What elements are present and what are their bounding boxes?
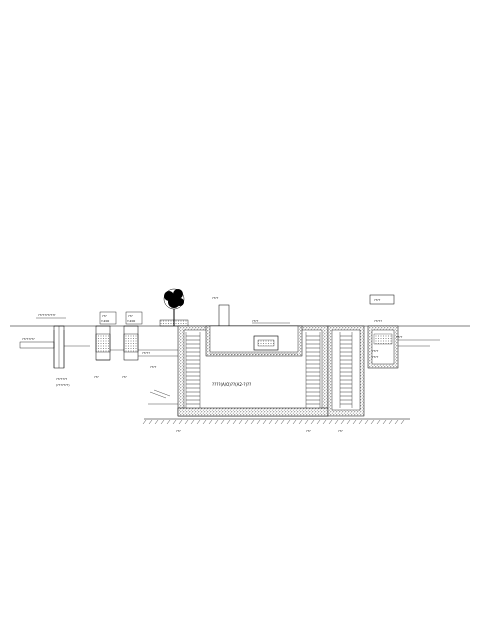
inlet-note-2: (???????) <box>56 383 70 387</box>
tank-device-label: ???? <box>252 319 259 323</box>
left-pipe-label: ???????? <box>22 337 35 341</box>
pump-1-label: ??? <box>94 375 99 379</box>
right-note-2: ???? <box>372 349 379 353</box>
ground-hatch-mark <box>196 419 201 425</box>
ground-hatch-mark <box>364 419 369 425</box>
right-note-1: ???? <box>396 335 403 339</box>
ground-hatch-mark <box>400 419 405 425</box>
ground-hatch-mark <box>178 419 183 425</box>
bottom-pipe <box>148 389 178 405</box>
top-left-note: ??????????? <box>38 313 56 317</box>
ground-hatch-mark <box>346 419 351 425</box>
ground-hatch-mark <box>226 419 231 425</box>
ground-hatch-mark <box>376 419 381 425</box>
ground-hatch-mark <box>274 419 279 425</box>
ground-hatch-mark <box>340 419 345 425</box>
ground-hatch-mark <box>142 419 147 425</box>
ground-hatch-mark <box>244 419 249 425</box>
ground-hatch-mark <box>370 419 375 425</box>
grille-2-tag <box>125 311 143 325</box>
tank-main-label: ????(A/O)??(A2-?)?? <box>212 382 251 387</box>
ground-hatch-mark <box>232 419 237 425</box>
grille-1-tag <box>99 311 117 325</box>
ground-hatch-mark <box>268 419 273 425</box>
ground-hatch-mark <box>328 419 333 425</box>
grille-2-top: ??? <box>128 314 133 318</box>
inlet-note-1: ??????? <box>56 377 68 381</box>
ground-hatch-mark <box>238 419 243 425</box>
ground-hatch-mark <box>310 419 315 425</box>
ground-hatch-mark <box>220 419 225 425</box>
ground-hatch-mark <box>166 419 171 425</box>
bottom-label-2: ??? <box>306 429 311 433</box>
ground-hatch-mark <box>358 419 363 425</box>
ground-hatch-mark <box>334 419 339 425</box>
ground-hatch-mark <box>382 419 387 425</box>
left-inlet-assembly <box>19 325 90 369</box>
main-tank <box>177 325 329 417</box>
ground-hatch-mark <box>286 419 291 425</box>
right-tank <box>327 325 365 417</box>
bottom-label-3: ??? <box>338 429 343 433</box>
ground-hatch-mark <box>394 419 399 425</box>
grille-2-code: Y-200 <box>127 319 135 323</box>
ground-hatch-mark <box>172 419 177 425</box>
right-tank-top-label: ????? <box>374 319 382 323</box>
right-tank-ladder <box>340 335 352 405</box>
pump-2-label: ??? <box>122 375 127 379</box>
ground-hatch-mark <box>388 419 393 425</box>
ground-hatch-mark <box>322 419 327 425</box>
ground-hatch-mark <box>190 419 195 425</box>
right-ladder <box>306 335 320 405</box>
ground-hatch-mark <box>262 419 267 425</box>
title-box-label: ???? <box>374 298 381 302</box>
ground-hatch-mark <box>256 419 261 425</box>
ground-hatch-mark <box>298 419 303 425</box>
title-box <box>369 294 395 305</box>
ground-hatch-mark <box>316 419 321 425</box>
pump-well-2 <box>123 325 139 361</box>
outlet-tank <box>367 325 440 369</box>
grille-1-top: ??? <box>102 314 107 318</box>
pump-well-1 <box>95 325 111 361</box>
ground-hatch-mark <box>208 419 213 425</box>
ground-hatch-mark <box>148 419 153 425</box>
ground-hatch-mark <box>184 419 189 425</box>
tree-icon <box>159 288 189 327</box>
grille-1-code: Y-200 <box>101 319 109 323</box>
ground-hatch-mark <box>250 419 255 425</box>
ground-hatch-mark <box>352 419 357 425</box>
pipe-mid-label: ????? <box>142 351 150 355</box>
ground-hatch-mark <box>280 419 285 425</box>
right-note-3: ???? <box>372 355 379 359</box>
ground-hatch-mark <box>214 419 219 425</box>
pipe-mid-label-2: ???? <box>150 365 157 369</box>
ground-hatch-mark <box>160 419 165 425</box>
tank-device <box>253 335 279 351</box>
control-box <box>218 304 230 327</box>
bottom-label-1: ??? <box>176 429 181 433</box>
ground-hatch-mark <box>292 419 297 425</box>
left-ladder <box>186 335 200 405</box>
ground-hatch-mark <box>304 419 309 425</box>
ground-hatch <box>142 418 410 425</box>
ground-hatch-mark <box>154 419 159 425</box>
ground-hatch-mark <box>202 419 207 425</box>
control-box-label: ???? <box>212 296 219 300</box>
